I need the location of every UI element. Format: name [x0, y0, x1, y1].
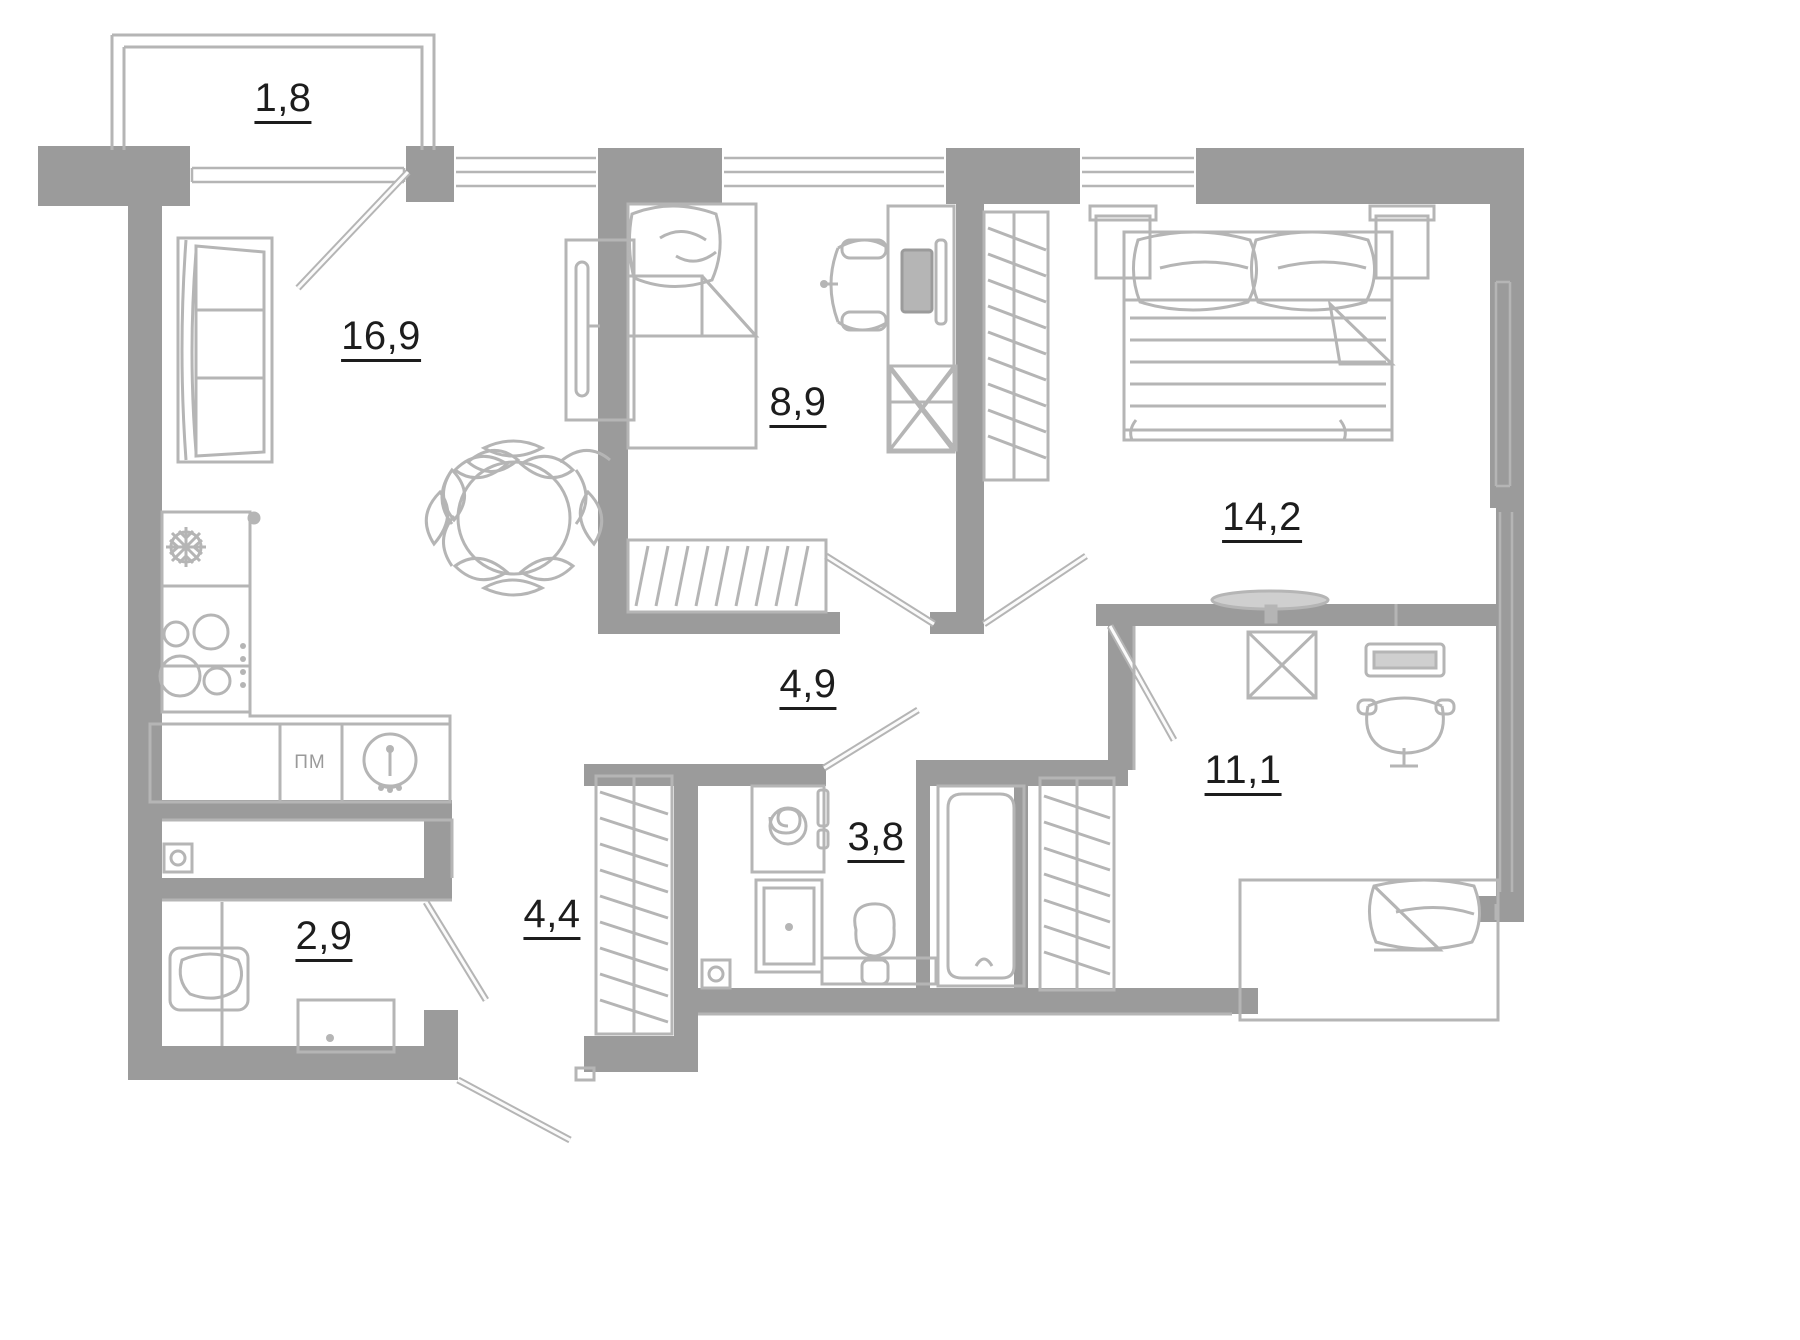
area-label-bathroom: 3,8 [847, 815, 905, 863]
wardrobe-hatched-11-1 [1038, 776, 1116, 992]
bed-11-1 [1238, 878, 1500, 1022]
area-label-bedroom-small: 8,9 [769, 380, 827, 428]
washing-machine [750, 784, 830, 874]
area-label-bedroom-office: 11,1 [1204, 748, 1282, 796]
toilet-bathroom [820, 902, 938, 986]
balcony-outline [110, 33, 436, 150]
cooktop-icon [158, 613, 246, 698]
wardrobe-hatched-bedroom-small [626, 538, 828, 614]
single-bed [626, 202, 760, 450]
double-bed [1088, 204, 1436, 442]
area-label-balcony: 1,8 [254, 76, 312, 124]
bathtub [936, 784, 1026, 988]
tv-panel [564, 238, 636, 422]
area-label-living-kitchen: 16,9 [341, 314, 421, 362]
area-label-wardrobe: 4,4 [523, 892, 581, 940]
area-label-wc: 2,9 [295, 914, 353, 962]
misc-outlines [162, 604, 1498, 1016]
dishwasher-label: ПМ [294, 752, 326, 773]
wardrobe-hatched-corridor [594, 774, 674, 1036]
wc-fixtures [168, 902, 396, 1054]
kitchen-lower-units [148, 722, 452, 804]
kitchen-sink-icon [362, 732, 418, 793]
desk-chair-11-1 [1356, 642, 1456, 768]
desk-11-1 [1210, 589, 1330, 700]
doors-layer [162, 169, 1178, 1144]
storage-box-master [888, 364, 958, 452]
windows-layer [190, 156, 1514, 892]
area-label-hallway: 4,9 [779, 662, 837, 710]
area-label-bedroom-master: 14,2 [1222, 495, 1302, 543]
round-table-chairs [424, 439, 611, 597]
wardrobe-hatched-master [982, 210, 1050, 482]
refrigerator-icon [166, 527, 206, 567]
sofa [176, 236, 274, 464]
shower-tray [754, 878, 824, 974]
desk-with-office-chair [820, 204, 956, 454]
